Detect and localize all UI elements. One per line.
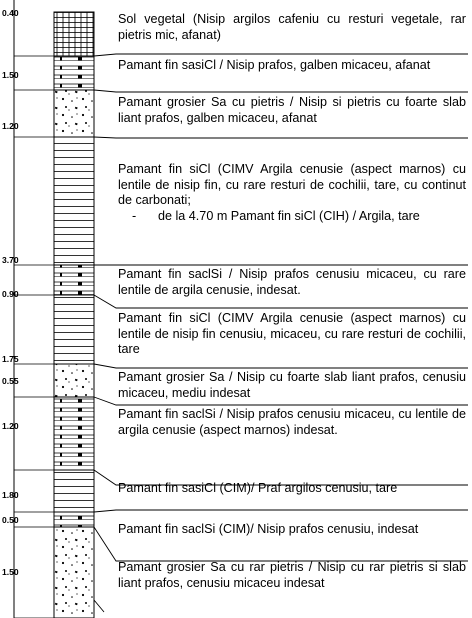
layer-5-description: Pamant fin saclSi / Nisip prafos cenusiu… bbox=[118, 267, 466, 298]
layer-9-thickness-label: 1.80 bbox=[2, 490, 19, 500]
layer-10-thickness-label: 0.50 bbox=[2, 515, 19, 525]
layer-11-thickness-label: 1.50 bbox=[2, 567, 19, 577]
layer-2-leader-line bbox=[93, 89, 468, 93]
layer-4-description: Pamant fin siCl (CIMV Argila cenusie (as… bbox=[118, 162, 466, 224]
layer-description-text: Pamant grosier Sa cu pietris / Nisip si … bbox=[118, 95, 466, 125]
layer-description-text: Pamant fin siCl (CIMV Argila cenusie (as… bbox=[118, 311, 466, 357]
layer-5-column bbox=[53, 264, 95, 296]
layer-9-column bbox=[53, 469, 95, 513]
layer-6-description: Pamant fin siCl (CIMV Argila cenusie (as… bbox=[118, 311, 466, 358]
layer-description-bullet: - de la 4.70 m Pamant fin siCl (CIH) / Ar… bbox=[118, 209, 466, 225]
layer-3-description: Pamant grosier Sa cu pietris / Nisip si … bbox=[118, 95, 466, 126]
layer-description-text: Pamant grosier Sa / Nisip cu foarte slab… bbox=[118, 370, 466, 400]
layer-3-leader-line bbox=[93, 136, 468, 139]
layer-10-description: Pamant fin saclSi (CIM)/ Nisip prafos ce… bbox=[118, 522, 466, 538]
layer-2-thickness-label: 1.50 bbox=[2, 70, 19, 80]
layer-description-text: Pamant fin sasiCl (CIM)/ Praf argilos ce… bbox=[118, 481, 398, 495]
layer-description-text: Pamant fin siCl (CIMV Argila cenusie (as… bbox=[118, 162, 466, 208]
bullet-dash-icon: - bbox=[132, 208, 137, 223]
layer-7-description: Pamant grosier Sa / Nisip cu foarte slab… bbox=[118, 370, 466, 401]
layer-description-text: Pamant fin saclSi (CIM)/ Nisip prafos ce… bbox=[118, 522, 419, 536]
layer-11-description: Pamant grosier Sa cu rar pietris / Nisip… bbox=[118, 560, 466, 591]
layer-3-column bbox=[53, 89, 95, 138]
layer-6-leader-line bbox=[93, 363, 468, 369]
layer-10-column bbox=[53, 511, 95, 528]
layer-5-thickness-label: 0.90 bbox=[2, 289, 19, 299]
layer-1-column bbox=[53, 11, 95, 57]
layer-6-column bbox=[53, 294, 95, 365]
layer-2-column bbox=[53, 55, 95, 91]
layer-6-thickness-label: 1.75 bbox=[2, 354, 19, 364]
layer-description-text: Pamant grosier Sa cu rar pietris / Nisip… bbox=[118, 560, 466, 590]
layer-11-column bbox=[53, 526, 95, 618]
layer-8-description: Pamant fin saclSi / Nisip prafos cenusiu… bbox=[118, 407, 466, 438]
layer-7-leader-line bbox=[93, 396, 468, 406]
bullet-text: de la 4.70 m Pamant fin siCl (CIH) / Arg… bbox=[158, 208, 420, 223]
layer-9-leader-line bbox=[93, 509, 468, 513]
layer-7-thickness-label: 0.55 bbox=[2, 376, 19, 386]
layer-7-column bbox=[53, 363, 95, 398]
layer-5-leader-line bbox=[93, 294, 468, 309]
layer-1-leader-line bbox=[93, 53, 468, 57]
layer-description-text: Pamant fin saclSi / Nisip prafos cenusiu… bbox=[118, 407, 466, 437]
layer-description-text: Sol vegetal (Nisip argilos cafeniu cu re… bbox=[118, 12, 466, 42]
layer-1-thickness-label: 0.40 bbox=[2, 8, 19, 18]
layer-10-leader-line bbox=[93, 526, 468, 562]
layer-4-column bbox=[53, 136, 95, 266]
layer-8-thickness-label: 1.20 bbox=[2, 421, 19, 431]
layer-11-leader-line bbox=[93, 599, 105, 613]
layer-9-description: Pamant fin sasiCl (CIM)/ Praf argilos ce… bbox=[118, 481, 466, 497]
layer-8-leader-line bbox=[93, 469, 468, 486]
layer-description-text: Pamant fin sasiCl / Nisip prafos, galben… bbox=[118, 58, 431, 72]
layer-3-thickness-label: 1.20 bbox=[2, 121, 19, 131]
layer-8-column bbox=[53, 396, 95, 471]
layer-4-thickness-label: 3.70 bbox=[2, 255, 19, 265]
layer-2-description: Pamant fin sasiCl / Nisip prafos, galben… bbox=[118, 58, 466, 74]
layer-1-description: Sol vegetal (Nisip argilos cafeniu cu re… bbox=[118, 12, 466, 43]
layer-description-text: Pamant fin saclSi / Nisip prafos cenusiu… bbox=[118, 267, 466, 297]
